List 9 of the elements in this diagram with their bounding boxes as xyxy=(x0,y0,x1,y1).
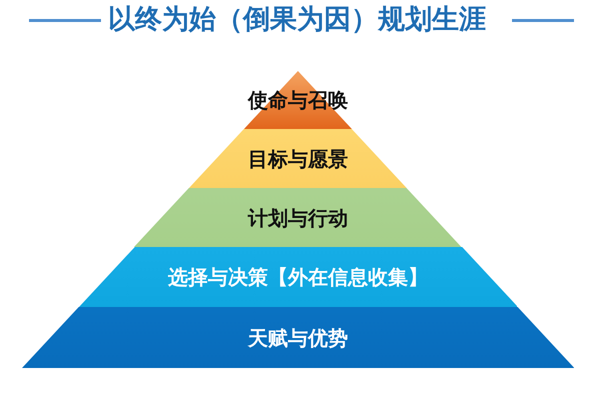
pyramid-tier xyxy=(78,247,518,307)
tier-label: 选择与决策【外在信息收集】 xyxy=(168,265,428,289)
tier-label: 计划与行动 xyxy=(248,206,348,230)
tier-label: 目标与愿景 xyxy=(248,146,348,170)
pyramid-tier xyxy=(134,188,462,247)
tier-label: 天赋与优势 xyxy=(248,326,348,350)
tier-label: 使命与召唤 xyxy=(248,88,348,112)
pyramid-tier xyxy=(22,307,574,368)
title: 以终为始（倒果为因）规划生涯 xyxy=(108,3,486,37)
